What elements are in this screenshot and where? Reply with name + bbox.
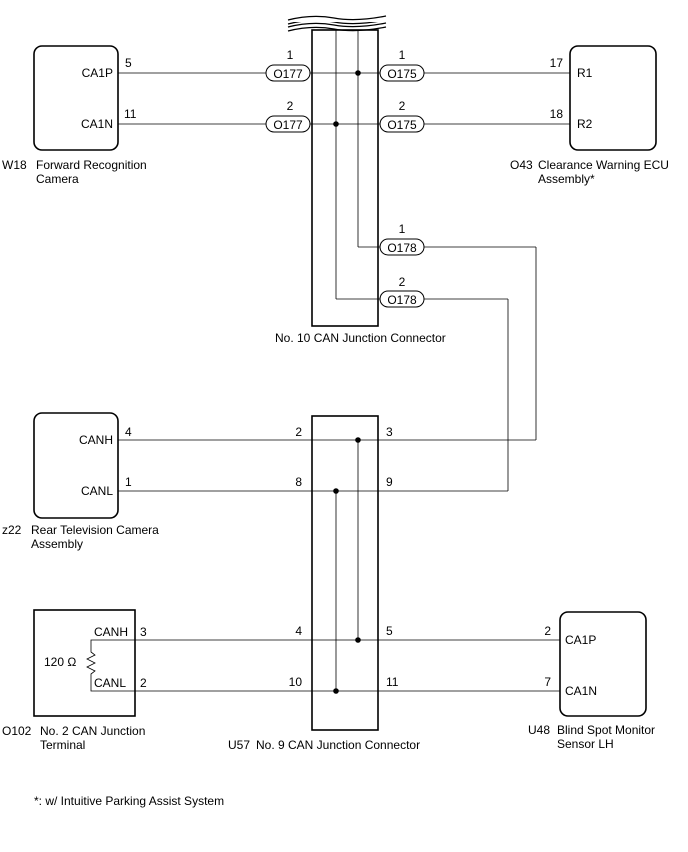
o102-resistor-value: 120 Ω [44,655,76,669]
z22-pin-canh: CANH [79,433,113,447]
w18-body [33,45,119,151]
w18-pin-number: 5 [125,56,132,70]
o102-body [33,609,136,717]
o43-id: O43 [510,158,533,172]
o43-clearance-warning-ecu: R1 R2 17 18 O43 Clearance Warning ECU As… [510,45,669,186]
svg-text:1: 1 [125,475,132,489]
svg-text:1: 1 [287,48,294,62]
splice-dot [355,70,361,76]
o102-id: O102 [2,724,32,738]
w18-name: Forward Recognition [36,158,147,172]
svg-text:2: 2 [295,425,302,439]
u57-id: U57 [228,738,250,752]
z22-body [33,412,119,519]
svg-text:2: 2 [140,676,147,690]
w18-pin-ca1p: CA1P [82,66,113,80]
z22-name: Rear Television Camera [31,523,159,537]
z22-id: z22 [2,523,22,537]
no10-junction-body [311,29,379,327]
o102-can-junction-terminal: CANH CANL 3 2 120 Ω O102 No. 2 CAN Junct… [2,609,147,752]
svg-text:4: 4 [295,624,302,638]
o43-pin-r2: R2 [577,117,593,131]
z22-name: Assembly [31,537,83,551]
splice-dot [333,121,339,127]
connector-o177-1: O177 1 [265,48,311,82]
z22-rear-television-camera: CANH CANL 4 1 z22 Rear Television Camera… [2,412,159,551]
svg-text:O175: O175 [387,118,417,132]
w18-pin-number: 11 [124,107,137,121]
u48-id: U48 [528,723,550,737]
connector-o178-1: O178 1 [379,222,425,256]
w18-forward-recognition-camera: CA1P CA1N 5 11 W18 Forward Recognition C… [2,45,147,186]
u48-name: Blind Spot Monitor [557,723,655,737]
svg-text:7: 7 [544,675,551,689]
footnote: *: w/ Intuitive Parking Assist System [34,794,224,808]
svg-text:O178: O178 [387,293,417,307]
svg-text:2: 2 [399,99,406,113]
o102-name: No. 2 CAN Junction [40,724,145,738]
svg-text:4: 4 [125,425,132,439]
connector-o175-2: O175 2 [379,99,425,133]
svg-text:O175: O175 [387,67,417,81]
w18-id: W18 [2,158,27,172]
u48-body [559,611,647,717]
connector-o177-2: O177 2 [265,99,311,133]
o102-name: Terminal [40,738,85,752]
o43-name: Assembly* [538,172,595,186]
o102-pin-canl: CANL [94,676,126,690]
u48-pin-ca1p: CA1P [565,633,596,647]
u48-name: Sensor LH [557,737,614,751]
connector-o175-1: O175 1 [379,48,425,82]
w18-pin-ca1n: CA1N [81,117,113,131]
svg-text:O177: O177 [273,118,303,132]
connector-o178-2: O178 2 [379,275,425,308]
o43-pin-number: 18 [550,107,564,121]
svg-text:3: 3 [140,625,147,639]
svg-text:9: 9 [386,475,393,489]
svg-text:11: 11 [386,675,399,689]
no10-junction-label: No. 10 CAN Junction Connector [275,331,446,345]
o43-pin-r1: R1 [577,66,593,80]
svg-text:10: 10 [289,675,303,689]
svg-text:1: 1 [399,48,406,62]
z22-pin-canl: CANL [81,484,113,498]
o43-pin-number: 17 [550,56,564,70]
o102-pin-canh: CANH [94,625,128,639]
o43-name: Clearance Warning ECU [538,158,669,172]
u57-body [311,415,379,731]
svg-text:1: 1 [399,222,406,236]
svg-text:8: 8 [295,475,302,489]
svg-text:O178: O178 [387,241,417,255]
no10-junction-connector: No. 10 CAN Junction Connector [275,12,446,345]
svg-text:2: 2 [399,275,406,289]
svg-text:O177: O177 [273,67,303,81]
w18-name: Camera [36,172,79,186]
svg-text:2: 2 [287,99,294,113]
o43-body [569,45,657,151]
u57-label: No. 9 CAN Junction Connector [256,738,420,752]
u57-junction-connector: U57 No. 9 CAN Junction Connector 2 3 8 9… [228,415,420,752]
svg-text:5: 5 [386,624,393,638]
svg-text:2: 2 [544,624,551,638]
svg-text:3: 3 [386,425,393,439]
u48-blind-spot-monitor-sensor: CA1P CA1N 2 7 U48 Blind Spot Monitor Sen… [528,611,655,751]
resistor-symbol [86,639,135,692]
u48-pin-ca1n: CA1N [565,684,597,698]
